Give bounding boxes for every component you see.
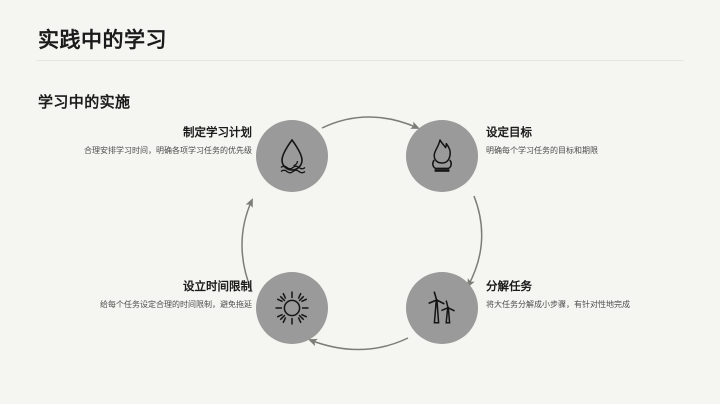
cycle-label-timelimit-desc: 给每个任务设定合理的时间限制，避免拖延 [100, 299, 252, 309]
cycle-arrows-group [241, 116, 483, 351]
section-subtitle: 学习中的实施 [38, 94, 131, 111]
page-title: 实践中的学习 [38, 29, 167, 52]
arrow-bottom [308, 337, 409, 351]
cycle-label-goal-desc: 明确每个学习任务的目标和期限 [486, 145, 598, 155]
sun-icon [272, 288, 312, 328]
cycle-label-plan-desc: 合理安排学习时间，明确各项学习任务的优先级 [84, 145, 252, 155]
cycle-label-plan: 制定学习计划 合理安排学习时间，明确各项学习任务的优先级 [84, 126, 252, 157]
cycle-label-goal: 设定目标 明确每个学习任务的目标和期限 [486, 126, 654, 157]
arrow-top [321, 116, 420, 129]
cycle-label-timelimit: 设立时间限制 给每个任务设定合理的时间限制，避免拖延 [84, 280, 252, 311]
cycle-label-goal-title: 设定目标 [486, 127, 532, 139]
cycle-label-breakdown-desc: 将大任务分解成小步骤，有针对性地完成 [486, 299, 630, 309]
flame-icon [423, 136, 461, 176]
cycle-diagram: 制定学习计划 合理安排学习时间，明确各项学习任务的优先级 设定目标 明确每个学习… [0, 104, 720, 384]
arrow-left [241, 198, 253, 293]
cycle-label-plan-title: 制定学习计划 [183, 127, 252, 139]
cycle-node-plan[interactable] [256, 120, 328, 192]
cycle-node-goal[interactable] [406, 120, 478, 192]
cycle-label-breakdown-title: 分解任务 [486, 281, 532, 293]
cycle-label-timelimit-title: 设立时间限制 [183, 281, 252, 293]
water-drop-icon [275, 137, 309, 175]
title-divider [36, 60, 684, 61]
arrow-right [466, 195, 483, 288]
cycle-label-breakdown: 分解任务 将大任务分解成小步骤，有针对性地完成 [486, 280, 654, 311]
cycle-node-timelimit[interactable] [256, 272, 328, 344]
cycle-node-breakdown[interactable] [406, 272, 478, 344]
wind-turbine-icon [422, 288, 462, 328]
